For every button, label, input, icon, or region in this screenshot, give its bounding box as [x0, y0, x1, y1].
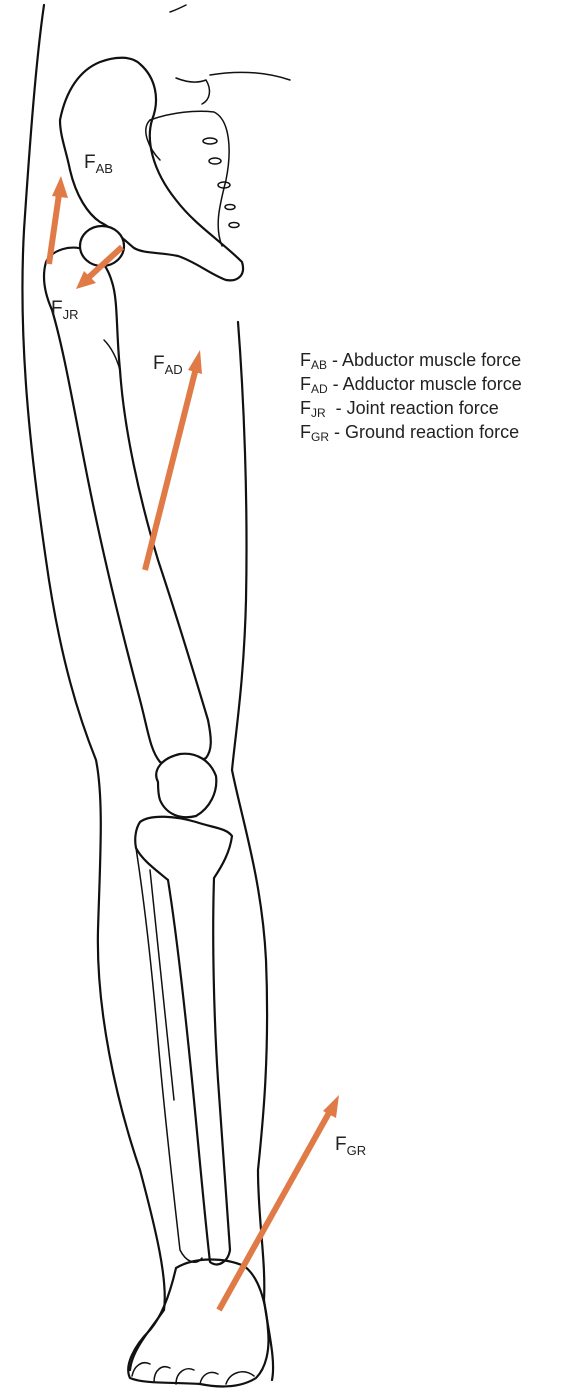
- force-arrow-ground-reaction: [219, 1095, 339, 1310]
- foot: [128, 1260, 268, 1387]
- legend-row-adductor: FAD - Adductor muscle force: [300, 372, 522, 396]
- legend-row-joint-reaction: FJR - Joint reaction force: [300, 396, 522, 420]
- label-fjr: FJR: [51, 298, 79, 322]
- label-fgr: FGR: [335, 1134, 366, 1158]
- leg-outline: [22, 5, 290, 1380]
- force-legend: FAB - Abductor muscle force FAD - Adduct…: [300, 348, 522, 444]
- patella: [156, 754, 216, 818]
- force-arrow-adductor: [145, 350, 202, 570]
- tibia-fibula: [135, 817, 232, 1265]
- legend-row-ground-reaction: FGR - Ground reaction force: [300, 420, 522, 444]
- label-fad: FAD: [153, 353, 183, 377]
- label-fab: FAB: [84, 152, 113, 176]
- legend-row-abductor: FAB - Abductor muscle force: [300, 348, 522, 372]
